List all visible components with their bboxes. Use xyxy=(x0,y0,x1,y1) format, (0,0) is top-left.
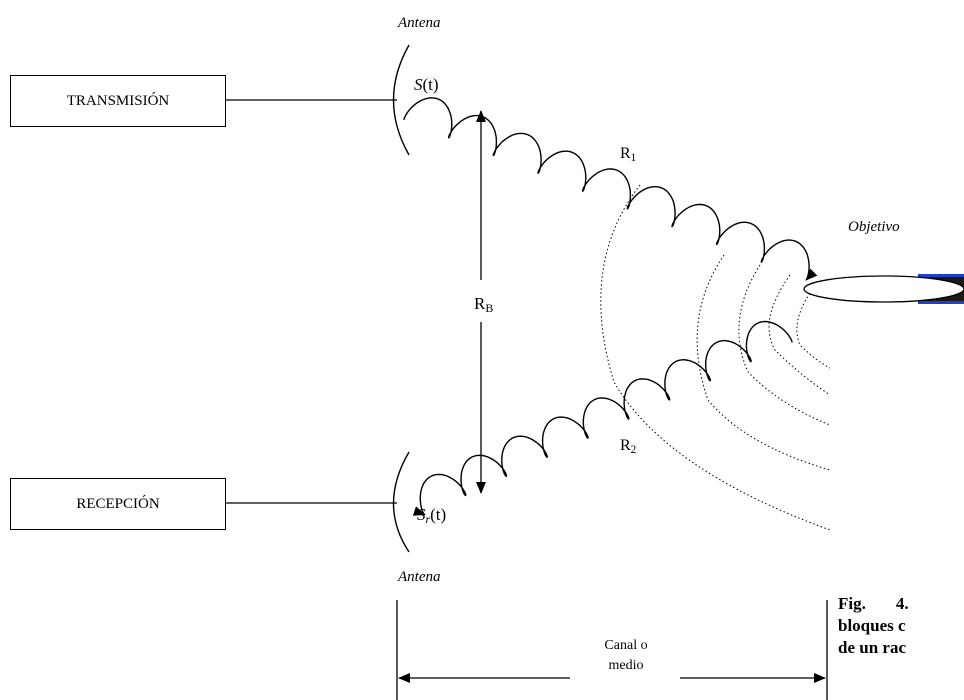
range-r1-label: R1 xyxy=(620,145,637,164)
range-r2-label: R2 xyxy=(620,437,637,456)
channel-label: Canal o medio xyxy=(578,636,674,677)
received-signal-label: Sr(t) xyxy=(417,505,447,526)
transmitter-block: TRANSMISIÓN xyxy=(10,75,226,127)
echo-arc-4 xyxy=(768,274,831,396)
tx-antenna-icon xyxy=(392,44,410,156)
transmitted-wave xyxy=(403,97,818,281)
echo-arc-5 xyxy=(796,289,831,369)
echo-arc-3 xyxy=(738,264,831,426)
figure-caption: Fig.4. bloques c de un rac xyxy=(838,594,909,658)
receiver-label: RECEPCIÓN xyxy=(76,495,160,512)
received-wave xyxy=(412,320,793,516)
transmitter-label: TRANSMISIÓN xyxy=(66,92,170,109)
target-ellipse xyxy=(803,275,964,303)
rx-antenna-icon xyxy=(392,451,410,553)
transmitted-signal-label: S(t) xyxy=(414,75,439,94)
echo-arc-1 xyxy=(600,184,831,531)
baseline-rb-label: RB xyxy=(474,294,494,315)
antenna-bottom-label: Antena xyxy=(398,569,441,585)
antenna-top-label: Antena xyxy=(398,15,441,31)
target-label: Objetivo xyxy=(848,219,900,235)
receiver-block: RECEPCIÓN xyxy=(10,478,226,530)
